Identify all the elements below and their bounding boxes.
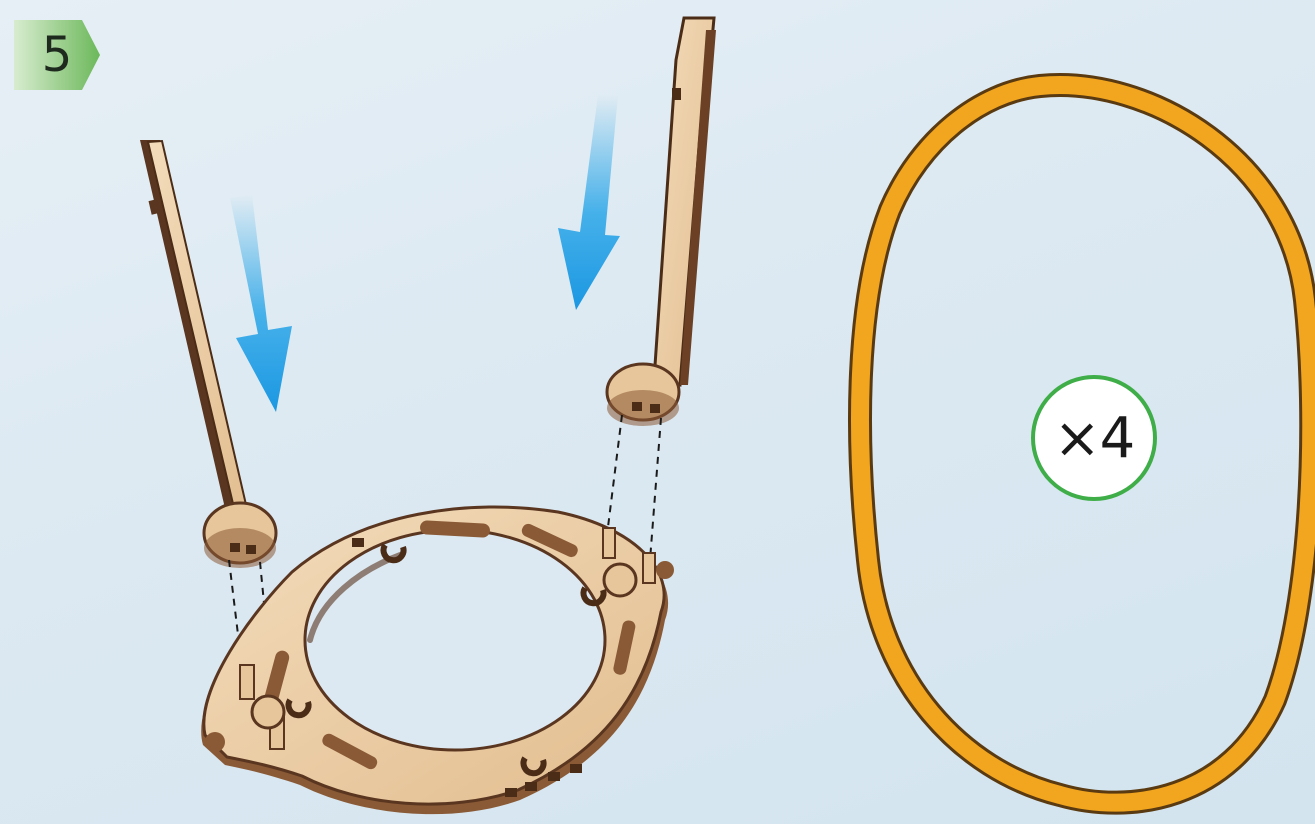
- right-arrow-down: [558, 95, 620, 310]
- left-rod-collar: [204, 503, 276, 568]
- left-arrow-down: [230, 195, 292, 412]
- quantity-badge: ×4: [1031, 375, 1157, 501]
- right-rod-collar: [607, 364, 679, 426]
- step-badge: 5: [14, 20, 100, 90]
- quantity-label: ×4: [1054, 406, 1135, 471]
- step-number: 5: [32, 26, 82, 84]
- right-rod: [654, 18, 716, 385]
